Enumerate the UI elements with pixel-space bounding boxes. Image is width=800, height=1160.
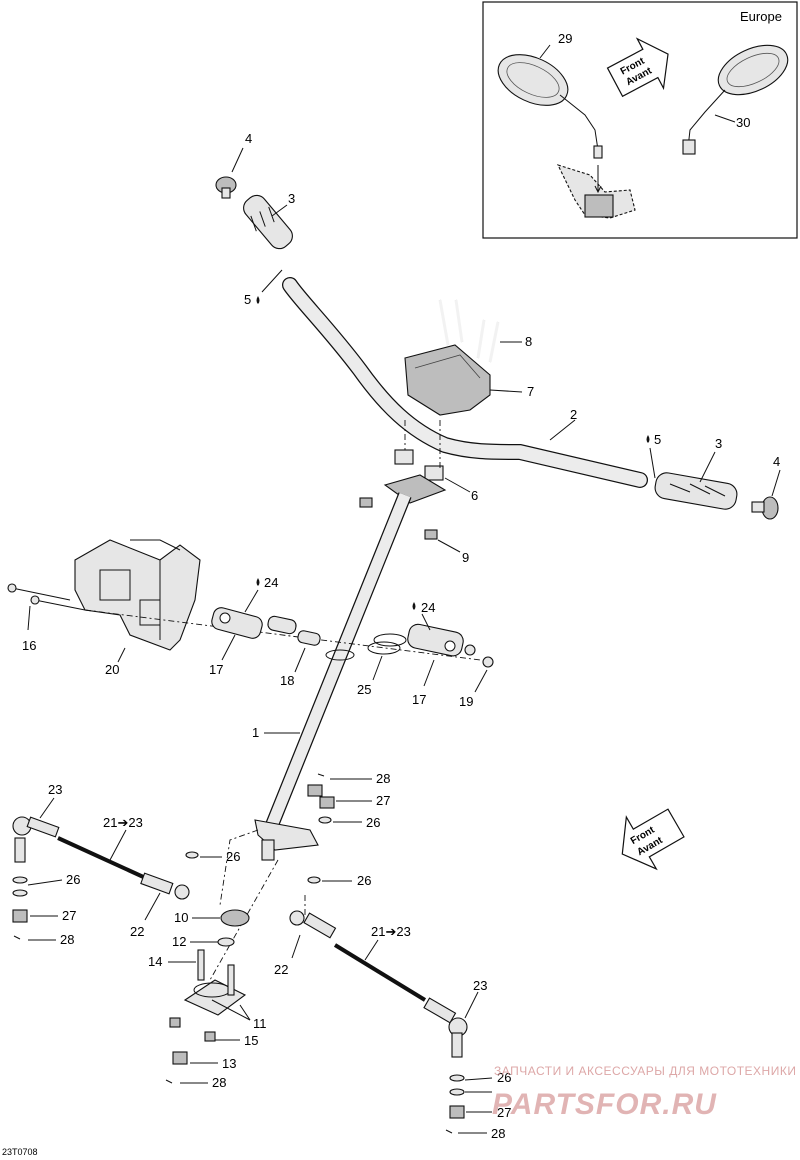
callout-26-d: 26	[357, 873, 371, 888]
europe-inset: Europe Front Avant 29	[482, 1, 798, 239]
figure-code: 23T0708	[2, 1147, 38, 1157]
callout-13: 13	[222, 1056, 236, 1071]
callout-5-right: 5	[654, 432, 661, 447]
callout-3-right: 3	[715, 436, 722, 451]
clamp-lower	[359, 449, 447, 540]
callout-26-e: 26	[497, 1070, 511, 1085]
callout-27-b: 27	[62, 908, 76, 923]
callout-22-right: 22	[274, 962, 288, 977]
lower-bearing	[169, 909, 250, 1065]
callout-28-a: 28	[376, 771, 390, 786]
clamp-upper	[404, 299, 500, 416]
europe-title: Europe	[740, 9, 782, 24]
callout-29: 29	[558, 31, 572, 46]
callout-28-d: 28	[491, 1126, 505, 1141]
callout-25: 25	[357, 682, 371, 697]
callout-24-left: 24	[264, 575, 278, 590]
callout-26-c: 26	[66, 872, 80, 887]
grease-drop-icon	[256, 296, 260, 304]
grease-drop-icon	[646, 435, 650, 443]
callout-23-left: 23	[48, 782, 62, 797]
callout-12: 12	[172, 934, 186, 949]
callout-20: 20	[105, 662, 119, 677]
handlebar	[282, 277, 648, 488]
front-arrow-inset: Front Avant	[606, 37, 669, 98]
grip-right	[654, 472, 779, 520]
callout-8: 8	[525, 334, 532, 349]
callout-3-left: 3	[288, 191, 295, 206]
callout-11: 11	[253, 1016, 267, 1031]
support-bracket	[74, 539, 201, 651]
callout-24-right: 24	[421, 600, 435, 615]
callout-23-right: 23	[473, 978, 487, 993]
callout-16: 16	[22, 638, 36, 653]
callout-22-left: 22	[130, 924, 144, 939]
bearing-block-left	[211, 607, 263, 639]
callout-9: 9	[462, 550, 469, 565]
callout-21-left: 21➔23	[103, 815, 143, 830]
callout-4-right: 4	[773, 454, 780, 469]
callout-10: 10	[174, 910, 188, 925]
callout-2: 2	[570, 407, 577, 422]
callout-28-b: 28	[60, 932, 74, 947]
callout-7: 7	[527, 384, 534, 399]
grip-left	[215, 176, 293, 250]
callout-26-a: 26	[366, 815, 380, 830]
master-cylinder	[556, 164, 636, 219]
mirror-right	[682, 44, 789, 155]
callout-27-c: 27	[497, 1105, 511, 1120]
callout-6: 6	[471, 488, 478, 503]
callout-4-left: 4	[245, 131, 252, 146]
callout-18: 18	[280, 673, 294, 688]
watermark: ЗАПЧАСТИ И АКСЕССУАРЫ ДЛЯ МОТОТЕХНИКИ PA…	[492, 1064, 796, 1121]
callout-15: 15	[244, 1033, 258, 1048]
callout-17-right: 17	[412, 692, 426, 707]
callout-27-a: 27	[376, 793, 390, 808]
callout-14: 14	[148, 954, 162, 969]
watermark-brand: PARTSFOR.RU	[492, 1088, 717, 1121]
mirror-left	[497, 54, 603, 159]
callout-30: 30	[736, 115, 750, 130]
grease-drop-icon	[412, 602, 416, 610]
tie-rod-left	[12, 816, 190, 923]
steering-column	[254, 492, 412, 861]
callout-21-right: 21➔23	[371, 924, 411, 939]
grease-drop-icon	[256, 578, 260, 586]
callout-26-b: 26	[226, 849, 240, 864]
callout-1: 1	[252, 725, 259, 740]
watermark-tagline: ЗАПЧАСТИ И АКСЕССУАРЫ ДЛЯ МОТОТЕХНИКИ	[494, 1064, 796, 1078]
callouts: 4 3 5 8 7 2 5 3 4 6 9 24	[13, 131, 781, 1141]
callout-17-left: 17	[209, 662, 223, 677]
tie-rod-right	[289, 910, 468, 1119]
front-arrow-main: Front Avant	[621, 808, 685, 871]
callout-5-left: 5	[244, 292, 251, 307]
callout-28-c: 28	[212, 1075, 226, 1090]
callout-19: 19	[459, 694, 473, 709]
bearing-block-right	[407, 623, 464, 657]
